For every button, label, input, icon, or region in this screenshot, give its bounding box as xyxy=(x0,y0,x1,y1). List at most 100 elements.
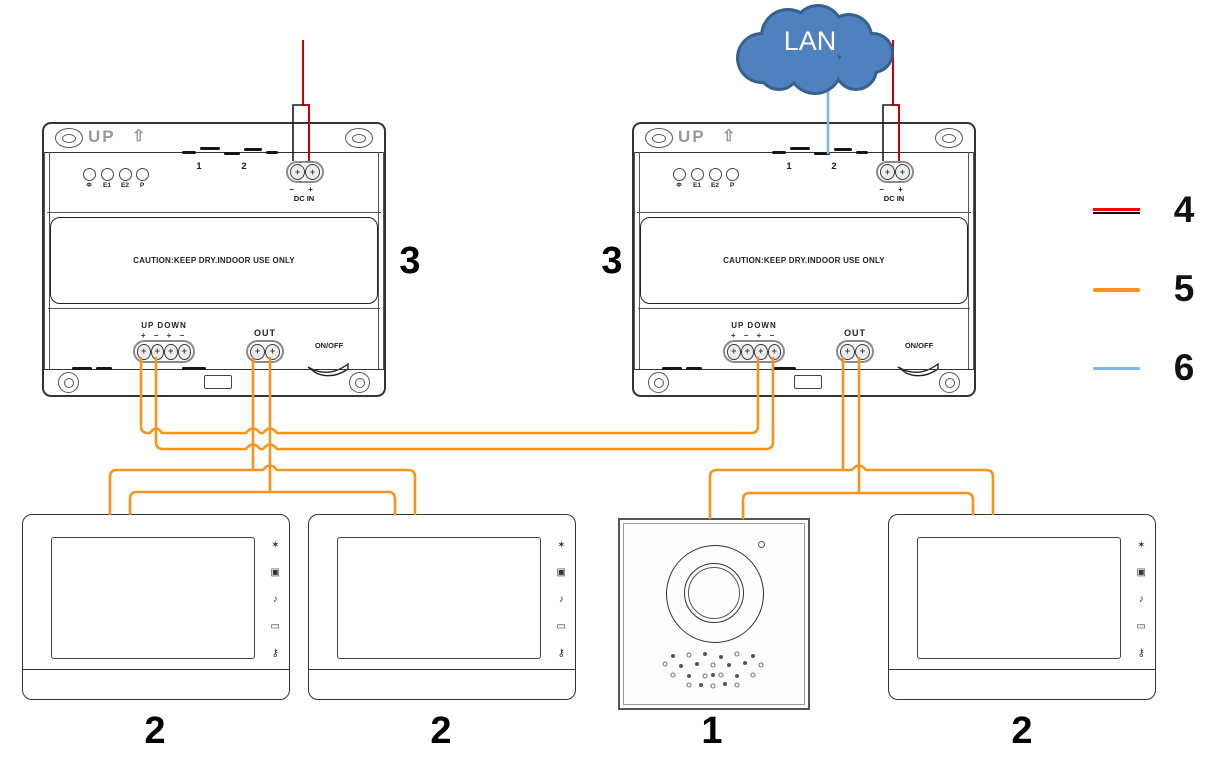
led-e2 xyxy=(119,168,132,181)
screw-terminal xyxy=(855,343,870,360)
legend-line-bus xyxy=(1093,288,1140,292)
updown-terminals xyxy=(133,340,195,363)
led-power xyxy=(83,168,96,181)
legend-label-6: 6 xyxy=(1173,347,1195,388)
screw-icon xyxy=(55,128,83,148)
legend-label-5: 5 xyxy=(1173,268,1195,309)
psu-left: UP ⇧ Φ E1 E2 P 1 2 − + DC IN CAUTION:KEE… xyxy=(42,122,386,397)
out-terminals xyxy=(836,340,874,363)
screw-terminal xyxy=(164,343,178,360)
updown-polarity: + − + − xyxy=(730,331,778,340)
updown-label: UP DOWN xyxy=(731,321,777,330)
divider xyxy=(889,669,1155,670)
unlock-icon: ⚷ xyxy=(271,648,279,659)
led-e2 xyxy=(709,168,722,181)
wire-branch-left-bottom xyxy=(128,490,397,516)
vent-slot xyxy=(182,367,206,370)
ringtone-icon: ♪ xyxy=(272,594,278,605)
legend-line-network xyxy=(1093,367,1140,370)
onoff-label: ON/OFF xyxy=(904,341,934,350)
screw-terminal xyxy=(767,343,781,360)
screw-terminal xyxy=(150,343,164,360)
screw-terminal xyxy=(840,343,855,360)
divider xyxy=(48,308,380,309)
legend-black-line xyxy=(1093,212,1140,214)
screw-terminal xyxy=(740,343,754,360)
led-label: Φ xyxy=(676,182,682,189)
screw-terminal xyxy=(305,164,320,180)
din-clip xyxy=(794,375,822,389)
label-psu-right: 3 xyxy=(601,240,623,282)
legend-orange-line xyxy=(1093,288,1140,292)
up-label: UP xyxy=(678,127,706,146)
dc-in-label: DC IN xyxy=(293,194,315,203)
led-label: E1 xyxy=(103,182,111,189)
display-icon: ▣ xyxy=(270,567,280,578)
led-label: P xyxy=(139,182,145,189)
led-p xyxy=(726,168,739,181)
favorite-icon: ✶ xyxy=(271,540,280,551)
mic-hole xyxy=(758,541,765,548)
lan-cloud: LAN xyxy=(736,4,894,95)
legend-line-power xyxy=(1093,208,1140,214)
port-2-label: 2 xyxy=(831,161,837,172)
wire-branch-left-top xyxy=(108,464,417,516)
led-label: P xyxy=(729,182,735,189)
monitor-screen xyxy=(917,537,1121,659)
dc-in-terminals xyxy=(286,161,324,183)
vent-slot xyxy=(814,152,830,155)
lan-cloud-label: LAN xyxy=(784,26,837,56)
vent-slot xyxy=(72,367,92,370)
screw-icon xyxy=(349,372,370,393)
monitor-right: ✶ ▣ ♪ ▭ ⚷ xyxy=(888,514,1156,700)
caution-panel: CAUTION:KEEP DRY.INDOOR USE ONLY xyxy=(47,212,381,304)
monitor-button-column: ✶ ▣ ♪ ▭ ⚷ xyxy=(271,541,280,659)
divider xyxy=(309,669,575,670)
vent-slot xyxy=(200,147,220,150)
led-label: E1 xyxy=(693,182,701,189)
label-psu-left: 3 xyxy=(399,240,421,282)
legend-red-line xyxy=(1093,208,1140,211)
screw-icon xyxy=(935,128,963,148)
updown-terminals xyxy=(723,340,785,363)
screw-icon xyxy=(648,372,669,393)
psu-edge xyxy=(634,152,640,370)
monitor-left: ✶ ▣ ♪ ▭ ⚷ xyxy=(22,514,290,700)
vent-slot xyxy=(182,151,196,154)
label-door-station: 1 xyxy=(701,710,723,752)
up-label: UP xyxy=(88,127,116,146)
unlock-icon: ⚷ xyxy=(557,648,565,659)
led-p xyxy=(136,168,149,181)
port-1-label: 1 xyxy=(786,161,792,172)
ringtone-icon: ♪ xyxy=(1138,594,1144,605)
door-station xyxy=(618,518,810,710)
vent-slot xyxy=(662,367,682,370)
psu-bottom-flange xyxy=(634,369,974,395)
led-power xyxy=(673,168,686,181)
ringtone-icon: ♪ xyxy=(558,594,564,605)
dc-polarity: − + xyxy=(879,185,909,194)
monitor-button-column: ✶ ▣ ♪ ▭ ⚷ xyxy=(1137,541,1146,659)
up-arrow-icon: ⇧ xyxy=(722,128,736,145)
favorite-icon: ✶ xyxy=(557,540,566,551)
screw-icon xyxy=(645,128,673,148)
caution-panel: CAUTION:KEEP DRY.INDOOR USE ONLY xyxy=(637,212,971,304)
din-clip xyxy=(204,375,232,389)
screw-icon xyxy=(345,128,373,148)
screw-terminal xyxy=(137,343,151,360)
vent-slot xyxy=(266,151,278,154)
camera-ring xyxy=(666,545,764,643)
wire-branch-right-top xyxy=(708,464,995,520)
monitor-icon: ▭ xyxy=(1136,621,1146,632)
vent-slot xyxy=(790,147,810,150)
psu-edge xyxy=(44,152,50,370)
display-icon: ▣ xyxy=(556,567,566,578)
caution-text: CAUTION:KEEP DRY.INDOOR USE ONLY xyxy=(723,256,885,265)
label-monitor-right: 2 xyxy=(1011,710,1033,752)
legend-label-4: 4 xyxy=(1173,189,1195,230)
call-button xyxy=(684,563,744,623)
up-arrow-icon: ⇧ xyxy=(132,128,146,145)
vent-slot xyxy=(834,148,852,151)
label-monitor-middle: 2 xyxy=(430,710,452,752)
